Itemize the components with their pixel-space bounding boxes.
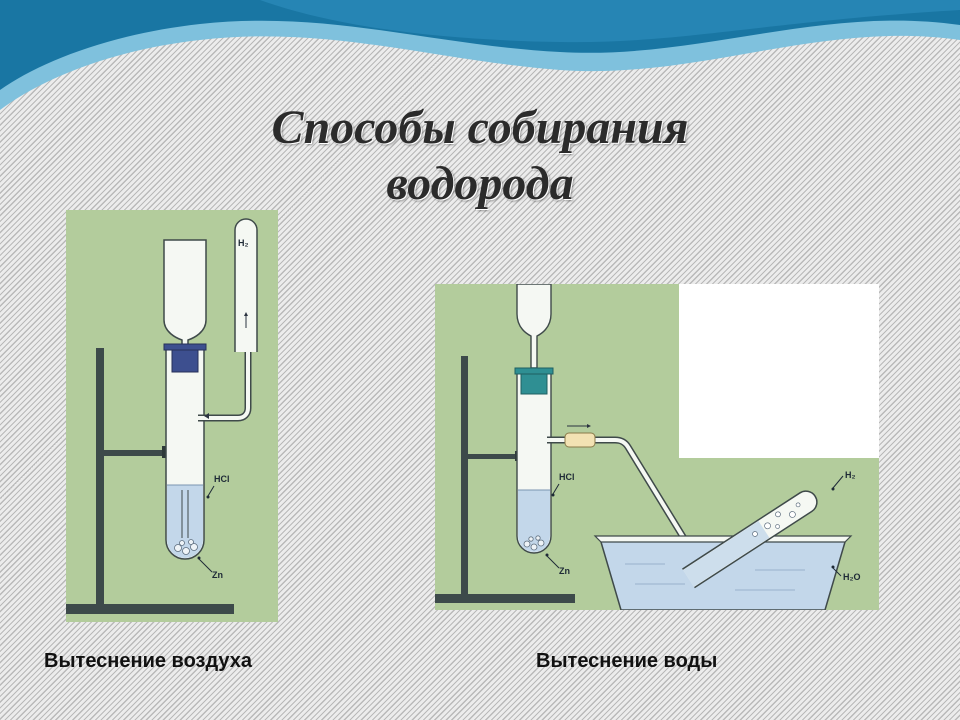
gas-bubbles <box>752 502 801 537</box>
collection-tube <box>682 490 818 589</box>
water-ripples <box>625 563 805 591</box>
stopper <box>520 371 548 395</box>
caption-water-displacement: Вытеснение воды <box>536 650 718 672</box>
title-line-1: Способы собирания <box>271 101 689 154</box>
rubber-connector <box>564 432 596 448</box>
label-zn: Zn <box>559 566 570 576</box>
water-trough <box>593 535 853 610</box>
acid-liquid <box>518 490 550 552</box>
lab-stand <box>66 348 234 614</box>
title-line-2: водорода <box>386 157 574 210</box>
caption-air-displacement: Вытеснение воздуха <box>44 650 253 672</box>
lab-stand <box>435 356 575 603</box>
test-tube <box>165 350 205 560</box>
zinc-granules <box>523 535 545 551</box>
label-h2: H₂ <box>845 470 856 480</box>
water-displacement-diagram: H₂ HCl Zn H₂O <box>435 284 879 610</box>
stopper <box>171 347 199 373</box>
header-wave-decoration <box>0 0 960 110</box>
collection-tube <box>234 218 258 352</box>
label-zn: Zn <box>212 570 223 580</box>
label-hcl: HCl <box>214 474 230 484</box>
zinc-granules <box>174 539 198 555</box>
air-displacement-diagram: H₂ HCl Zn <box>66 210 278 622</box>
blank-area <box>679 284 879 458</box>
label-h2o: H₂O <box>843 572 861 582</box>
test-tube <box>516 374 552 554</box>
label-hcl: HCl <box>559 472 575 482</box>
label-h2: H₂ <box>238 238 249 248</box>
page-title: Способы собирания водорода <box>180 100 780 212</box>
acid-liquid <box>167 485 203 558</box>
